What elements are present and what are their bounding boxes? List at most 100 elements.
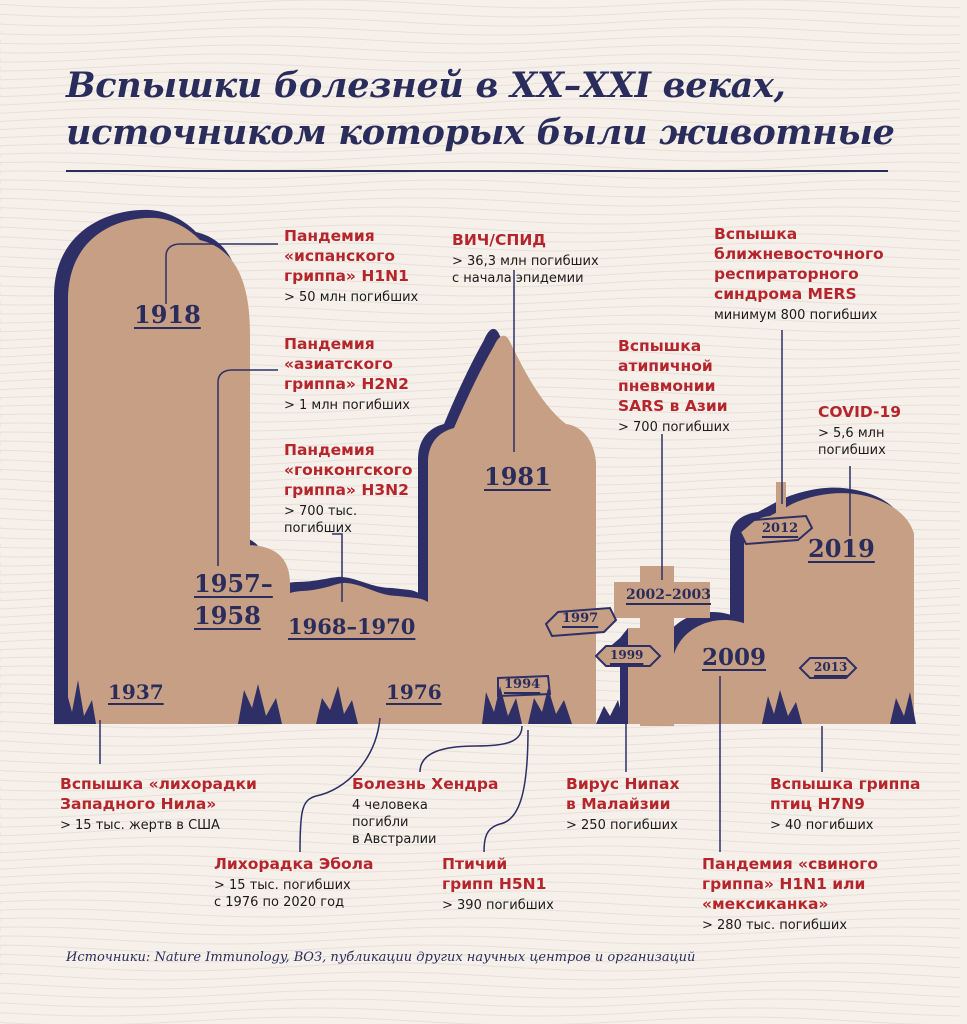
label-1999-detail: > 250 погибших	[566, 818, 678, 833]
year-2009: 2009	[702, 644, 767, 671]
background-wave-line	[0, 1007, 961, 1017]
leader-1968	[332, 533, 343, 602]
background-wave-line	[0, 53, 961, 63]
background-wave-line	[0, 116, 961, 126]
post-1999	[628, 628, 640, 724]
background-wave-line	[0, 917, 961, 927]
grass	[60, 680, 916, 724]
plaque-2013	[798, 657, 858, 679]
plaque-1999	[594, 645, 662, 667]
label-1994-name: Болезнь Хендра	[352, 775, 499, 793]
year-1976: 1976	[386, 680, 442, 704]
year-1981: 1981	[484, 462, 551, 491]
year-1968-1970: 1968–1970	[288, 614, 416, 639]
background-wave-line	[0, 926, 961, 936]
background-wave-line	[0, 890, 961, 900]
background-wave-line	[0, 98, 961, 108]
sources-note: Источники: Nature Immunology, ВОЗ, публи…	[66, 950, 696, 965]
year-1997: 1997	[562, 611, 599, 626]
title-line-2: источником которых были животные	[66, 112, 895, 153]
background-wave-line	[0, 161, 961, 171]
label-1937-detail: > 15 тыс. жертв в США	[60, 818, 220, 833]
background-wave-line	[0, 854, 961, 864]
background-wave-line	[0, 8, 961, 18]
background-wave-line	[0, 791, 961, 801]
leader-1976	[299, 717, 381, 853]
background-wave-line	[0, 989, 961, 999]
year-1937: 1937	[108, 680, 164, 704]
label-1997-detail: > 390 погибших	[442, 898, 554, 913]
background-wave-line	[0, 80, 961, 90]
leader-lines	[99, 243, 851, 853]
plaque-1997	[544, 606, 618, 638]
background-wave-line	[0, 35, 961, 45]
background-wave-line	[0, 746, 961, 756]
page-title: Вспышки болезней в XX–XXI веках, источни…	[66, 62, 895, 156]
title-line-1: Вспышки болезней в XX–XXI веках,	[66, 65, 786, 106]
label-2013-detail: > 40 погибших	[770, 818, 874, 833]
background-wave-line	[0, 71, 961, 81]
background-wave-line	[0, 980, 961, 990]
label-2009-detail: > 280 тыс. погибших	[702, 918, 848, 933]
background-wave-line	[0, 998, 961, 1008]
leader-1994	[419, 725, 523, 773]
year-2012: 2012	[762, 521, 799, 536]
background-wave-line	[0, 179, 961, 189]
label-2002-detail: > 700 погибших	[618, 420, 730, 435]
background-wave-line	[0, 152, 961, 162]
background-wave-line	[0, 17, 961, 27]
background-wave-line	[0, 0, 961, 9]
year-1994: 1994	[504, 677, 541, 692]
gravestone-2019	[744, 493, 914, 724]
label-1968-detail: > 700 тыс.погибших	[284, 504, 358, 536]
year-2019: 2019	[808, 534, 875, 563]
background-wave-line	[0, 944, 961, 954]
background-wave-line	[0, 818, 961, 828]
background-wave-line	[0, 764, 961, 774]
background-wave-line	[0, 134, 961, 144]
plaque-1994	[497, 674, 552, 698]
label-1981-name: ВИЧ/СПИД	[452, 231, 547, 249]
plaque-2012	[738, 514, 814, 546]
cross-2002-bar	[614, 582, 710, 618]
background-wave-line	[0, 809, 961, 819]
gravestone-2009	[672, 620, 780, 724]
background-wave-line	[0, 881, 961, 891]
background-wave-line	[0, 863, 961, 873]
background-wave-line	[0, 845, 961, 855]
background-wave-line	[0, 800, 961, 810]
year-2002-2003: 2002–2003	[626, 587, 711, 603]
label-2012-detail: минимум 800 погибших	[714, 308, 878, 323]
plaques	[497, 514, 858, 698]
year-1918: 1918	[134, 300, 201, 329]
background-wave-line	[0, 737, 961, 747]
background-wave-line	[0, 773, 961, 783]
background-wave-line	[0, 728, 961, 738]
background-wave-line	[0, 962, 961, 972]
background-wave-line	[0, 26, 961, 36]
background-wave-line	[0, 125, 961, 135]
background-wave-line	[0, 782, 961, 792]
